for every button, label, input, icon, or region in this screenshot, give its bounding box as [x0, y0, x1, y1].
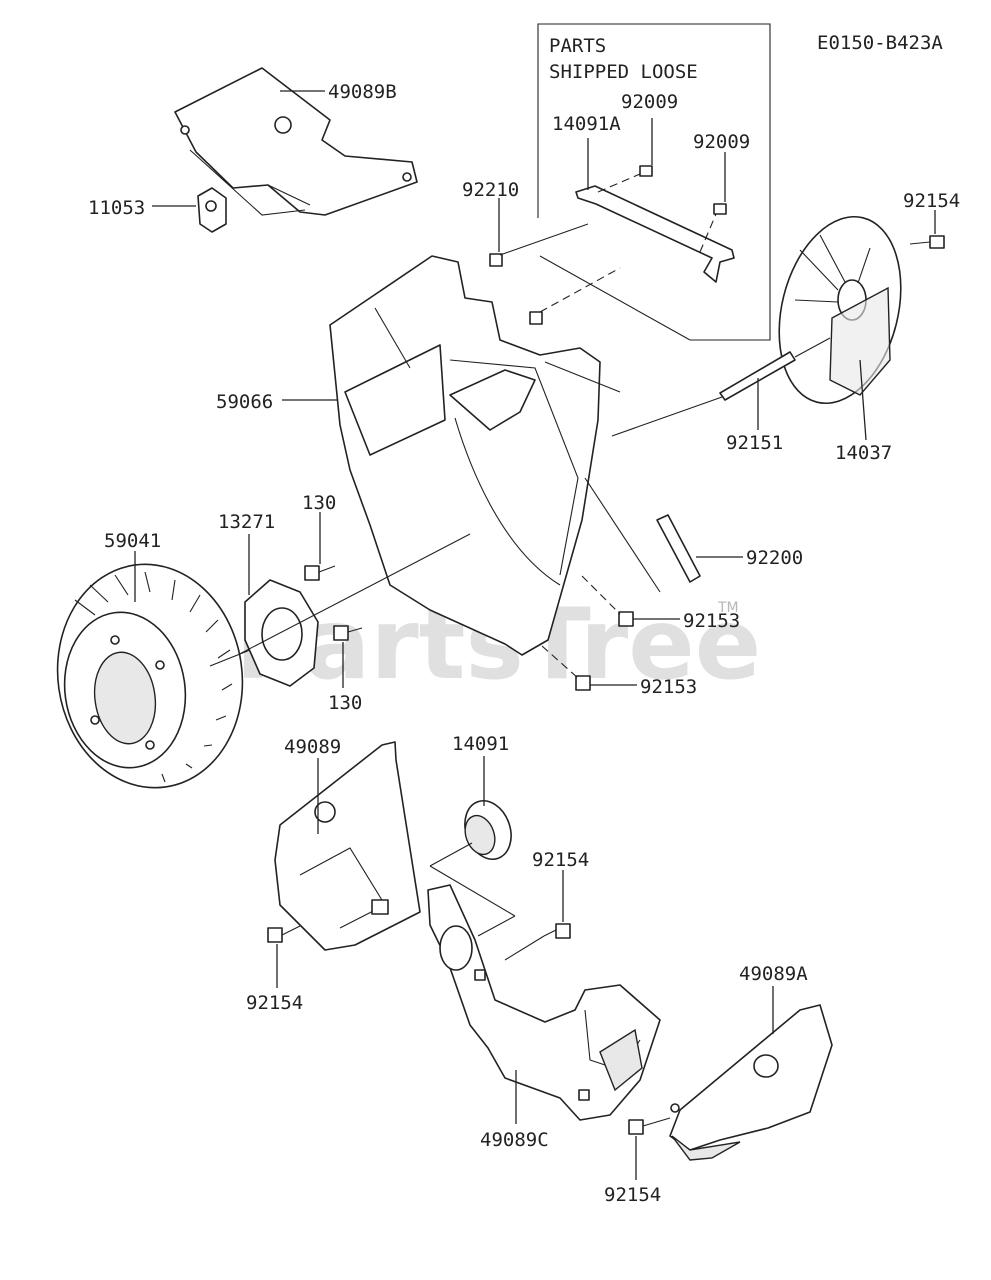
part-59066-housing [329, 255, 621, 656]
part-92009-screw-a [597, 165, 653, 193]
part-130-bolt-b [333, 625, 363, 641]
label-14091: 14091 [452, 733, 509, 755]
diagram-code: E0150-B423A [817, 32, 943, 54]
part-49089-cover [274, 741, 421, 951]
part-49089B-cover [174, 67, 418, 216]
part-130-bolt-a [304, 565, 336, 581]
label-59041: 59041 [104, 530, 161, 552]
label-14037: 14037 [835, 442, 892, 464]
part-92154-bolt-bottom [628, 1117, 671, 1135]
part-59041-fan [56, 563, 244, 789]
part-92009-screw-b [699, 203, 727, 253]
part-49089A-cover [669, 1004, 833, 1161]
label-11053: 11053 [88, 197, 145, 219]
part-92154-bolt-top [909, 235, 945, 249]
part-92200-link [584, 477, 701, 593]
label-92153-b: 92153 [640, 676, 697, 698]
label-92153-a: 92153 [683, 610, 740, 632]
label-92151: 92151 [726, 432, 783, 454]
part-13271-plate [227, 533, 471, 687]
fan-connector-line [209, 649, 251, 667]
part-11053-clip [197, 187, 227, 233]
part-92154-bolt-mid [504, 923, 571, 961]
part-14091-bushing [429, 800, 516, 937]
label-92009-a: 92009 [621, 91, 678, 113]
part-92154-bolt-left [267, 925, 301, 943]
part-92151-shaft [611, 337, 831, 437]
part-49089C-bracket [427, 884, 661, 1121]
label-49089A: 49089A [739, 963, 808, 985]
label-49089B: 49089B [328, 81, 397, 103]
label-92210: 92210 [462, 179, 519, 201]
label-49089C: 49089C [480, 1129, 549, 1151]
label-13271: 13271 [218, 511, 275, 533]
part-14037-screen [778, 215, 902, 405]
label-92154-left: 92154 [246, 992, 303, 1014]
label-130-b: 130 [328, 692, 362, 714]
label-92009-b: 92009 [693, 131, 750, 153]
part-92210-nut [489, 223, 691, 341]
label-92154-top: 92154 [903, 190, 960, 212]
parts-shipped-loose-box: PARTS SHIPPED LOOSE [537, 23, 771, 341]
label-59066: 59066 [216, 391, 273, 413]
label-130-a: 130 [302, 492, 336, 514]
part-14091A-bracket [575, 185, 735, 283]
label-92154-bottom: 92154 [604, 1184, 661, 1206]
label-92154-mid: 92154 [532, 849, 589, 871]
part-92153-bolt-b [541, 645, 591, 691]
label-92200: 92200 [746, 547, 803, 569]
loose-box-subtitle: SHIPPED LOOSE [549, 61, 698, 83]
watermark-tm: TM [717, 600, 739, 616]
label-14091A: 14091A [552, 113, 621, 135]
loose-box-title: PARTS [549, 35, 606, 57]
label-49089: 49089 [284, 736, 341, 758]
